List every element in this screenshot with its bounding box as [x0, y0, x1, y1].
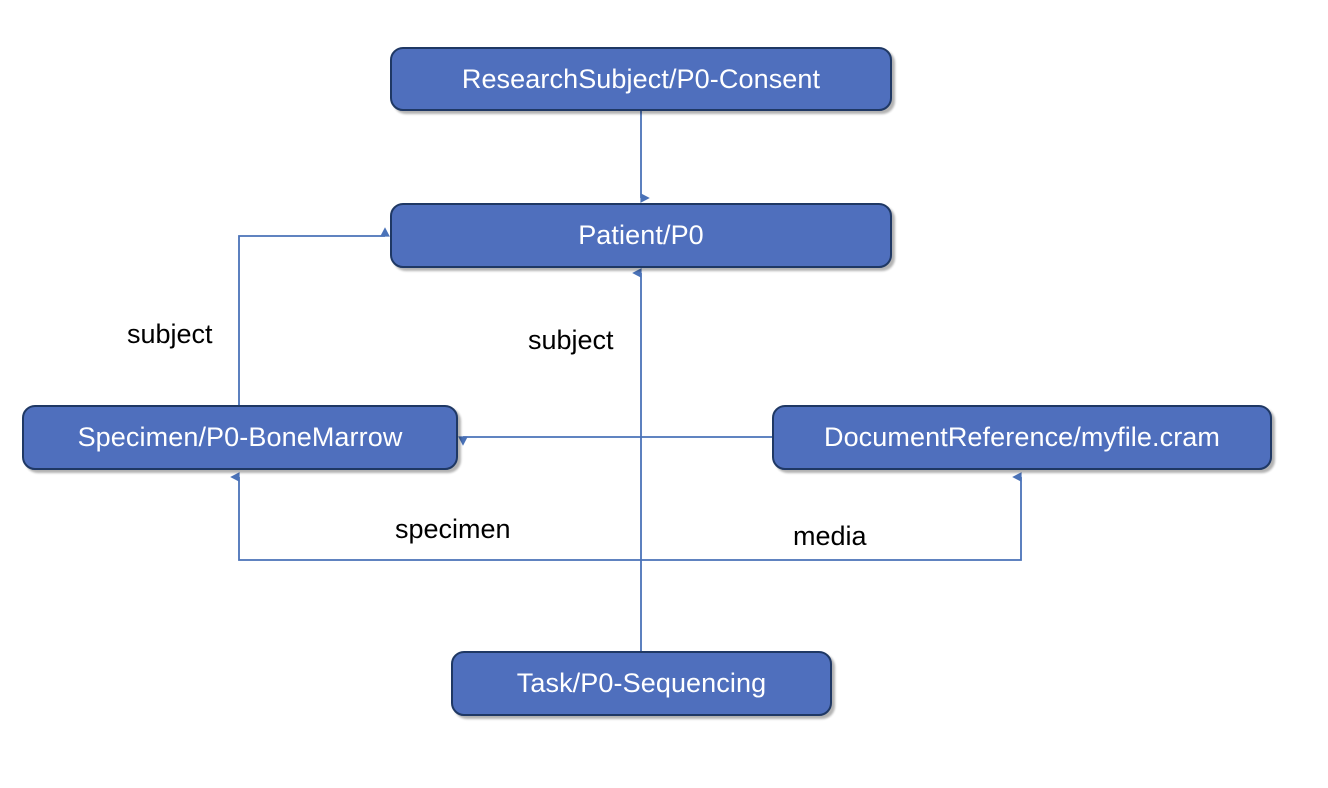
- node-document-reference-label: DocumentReference/myfile.cram: [823, 422, 1221, 452]
- node-specimen-label: Specimen/P0-BoneMarrow: [77, 422, 403, 452]
- edge-label-media: media: [786, 520, 874, 553]
- node-research-subject[interactable]: ResearchSubject/P0-Consent: [390, 47, 892, 111]
- node-task[interactable]: Task/P0-Sequencing: [451, 651, 832, 716]
- node-specimen[interactable]: Specimen/P0-BoneMarrow: [22, 405, 458, 470]
- edge-task-to-specimen: [230, 472, 641, 561]
- edge-label-subject-specimen-patient: subject: [120, 318, 220, 351]
- node-patient-label: Patient/P0: [578, 220, 704, 250]
- node-research-subject-label: ResearchSubject/P0-Consent: [461, 63, 821, 94]
- edge-specimen-to-patient: [238, 227, 390, 405]
- node-patient[interactable]: Patient/P0: [390, 203, 892, 268]
- edge-task-to-documentreference: [641, 472, 1022, 561]
- edge-label-specimen: specimen: [388, 513, 518, 546]
- edge-label-subject-task-patient: subject: [521, 324, 621, 357]
- node-task-label: Task/P0-Sequencing: [516, 668, 767, 698]
- node-document-reference[interactable]: DocumentReference/myfile.cram: [772, 405, 1272, 470]
